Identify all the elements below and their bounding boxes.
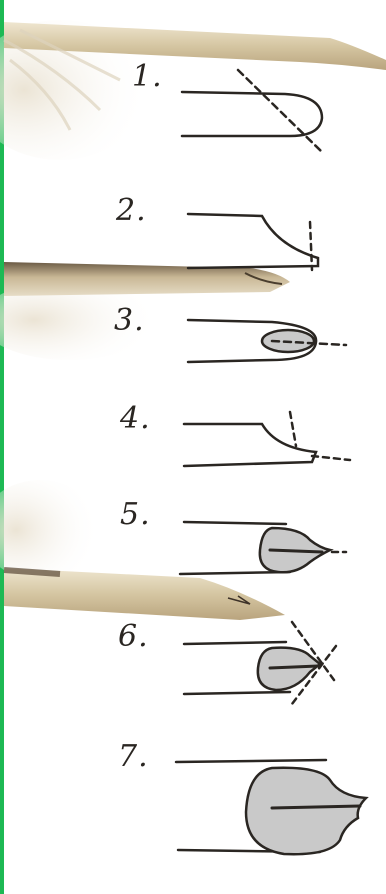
step-2-cut-diagram bbox=[188, 214, 318, 270]
step-label-3: 3. bbox=[114, 306, 145, 336]
step-6-cut-diagram bbox=[184, 622, 336, 704]
step-7-cut-diagram bbox=[176, 760, 366, 854]
step-1-cut-diagram bbox=[182, 70, 322, 152]
step-3-cut-diagram bbox=[188, 320, 346, 362]
step-5-cut-diagram bbox=[180, 522, 346, 574]
step-label-5: 5. bbox=[120, 500, 151, 530]
step-label-2: 2. bbox=[116, 196, 147, 226]
quill-photo-top bbox=[0, 20, 386, 160]
step-label-7: 7. bbox=[118, 742, 149, 772]
step-4-cut-diagram bbox=[184, 412, 350, 466]
step-label-6: 6. bbox=[118, 622, 149, 652]
step-label-1: 1. bbox=[132, 62, 163, 92]
quill-photo-middle bbox=[0, 262, 290, 360]
step-label-4: 4. bbox=[120, 404, 151, 434]
